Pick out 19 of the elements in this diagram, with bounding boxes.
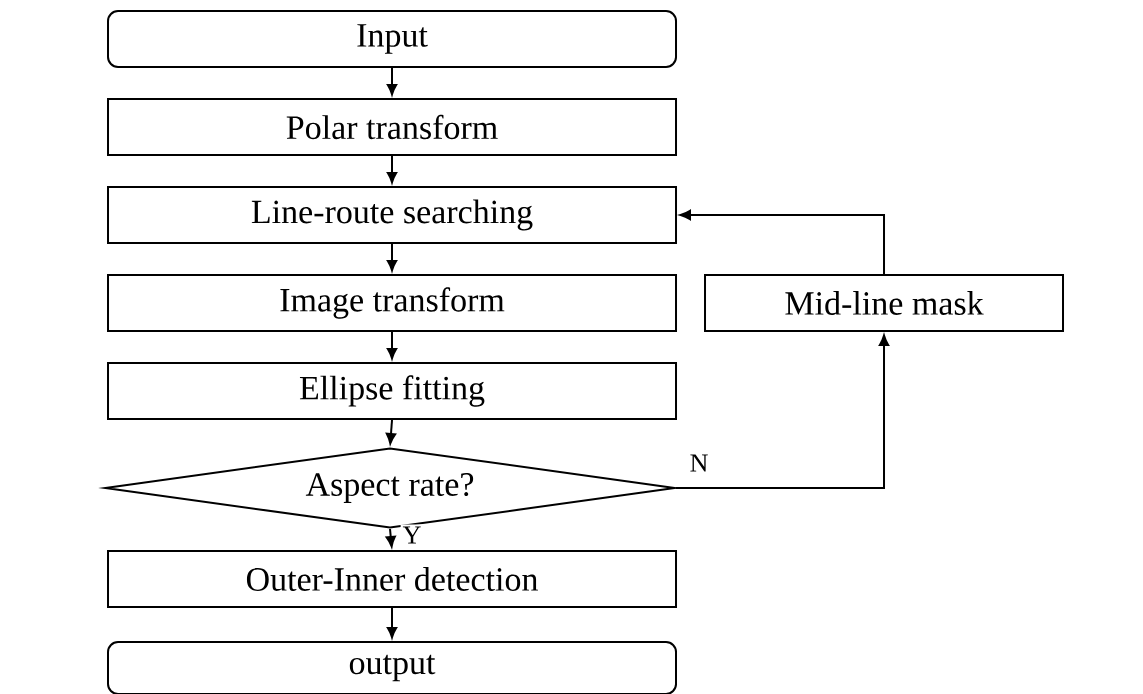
process-box: Ellipse fitting <box>107 362 677 420</box>
arrow <box>385 419 397 445</box>
arrow <box>386 243 398 272</box>
process-box: Mid-line mask <box>704 274 1064 332</box>
arrow <box>385 528 396 548</box>
end-box: output <box>107 641 677 694</box>
arrow <box>679 209 885 275</box>
process-box: Polar transform <box>107 98 677 156</box>
arrow <box>386 331 398 360</box>
arrow <box>675 334 890 489</box>
arrow <box>386 607 398 639</box>
arrow <box>386 67 398 96</box>
process-box: Line-route searching <box>107 186 677 244</box>
edge-label: Y <box>400 524 424 546</box>
edge-label: N <box>687 452 711 474</box>
start-box: Input <box>107 10 677 68</box>
arrow <box>386 155 398 184</box>
process-box: Outer-Inner detection <box>107 550 677 608</box>
process-box: Image transform <box>107 274 677 332</box>
